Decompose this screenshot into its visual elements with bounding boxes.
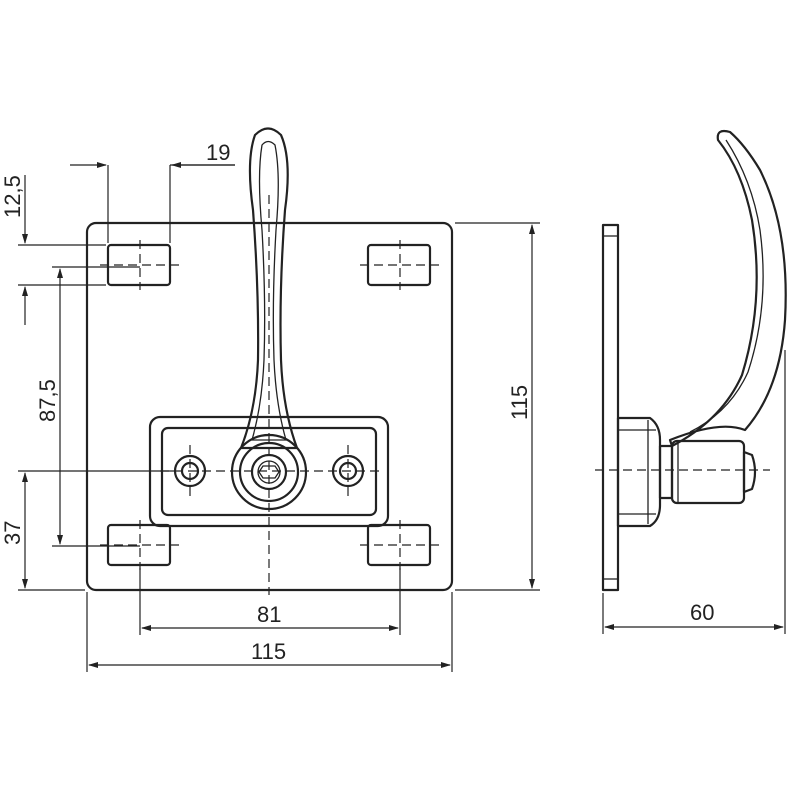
dimension-60-label: 60: [690, 600, 714, 625]
side-view: [595, 129, 787, 592]
dimension-37-label: 37: [0, 521, 25, 545]
dimension-115-width-label: 115: [251, 639, 286, 664]
side-lever: [668, 129, 787, 448]
dimension-37: 37: [0, 470, 176, 591]
side-shaft: [670, 439, 746, 505]
side-shaft-tip: [742, 450, 757, 494]
dimension-81: 81: [139, 568, 401, 635]
dimension-87-5-label: 87,5: [35, 379, 60, 422]
side-bracket: [616, 416, 662, 528]
dimension-87-5: 87,5: [35, 266, 140, 547]
dimension-60: 60: [602, 350, 786, 634]
mounting-slots: [100, 240, 440, 570]
dimension-115-width: 115: [86, 592, 453, 672]
front-view: [85, 127, 454, 595]
dimension-115-height-label: 115: [507, 385, 532, 420]
dimension-12-5-label: 12,5: [0, 175, 25, 218]
dimension-12-5: 12,5: [0, 175, 106, 325]
side-plate: [601, 223, 620, 592]
dimension-19-label: 19: [206, 140, 230, 165]
dimension-19: 19: [70, 140, 235, 243]
side-shaft-collar: [658, 444, 674, 500]
dimension-81-label: 81: [257, 602, 281, 627]
dimension-115-height: 115: [455, 222, 540, 591]
